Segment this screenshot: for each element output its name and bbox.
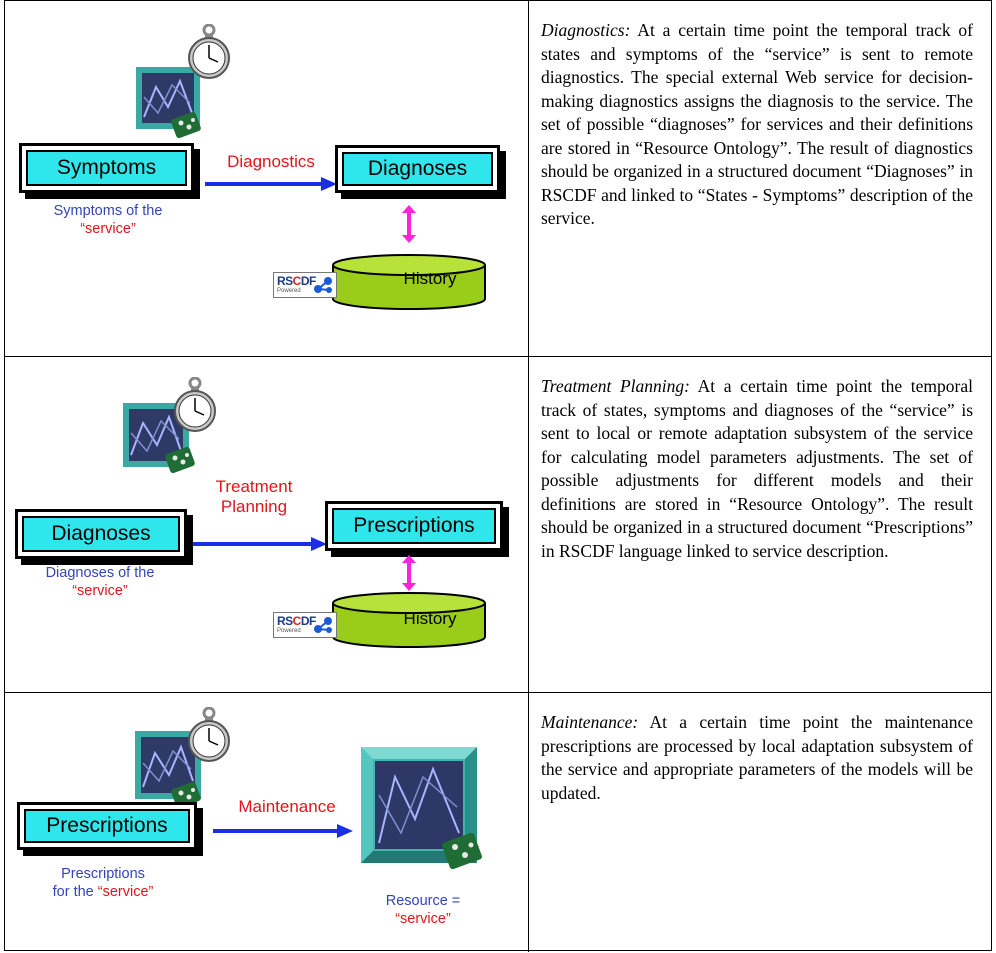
diagnoses-input-box: Diagnoses [15,509,187,559]
history-label: History [403,609,457,628]
treatment-planning-arrow [193,537,327,551]
maintenance-arrow-label: Maintenance [238,797,336,816]
maintenance-arrow [213,824,353,838]
maintenance-figure: Prescriptions Prescriptions for the “ser… [5,693,528,952]
resource-screen-icon [135,731,201,799]
stopwatch-icon [188,707,230,762]
circuit-board-icon [171,782,201,808]
symptoms-box: Symptoms [19,143,194,193]
history-database-icon [332,592,486,648]
resource-screen-icon [136,67,200,129]
symptoms-label: Symptoms [26,150,187,186]
stopwatch-icon [188,24,230,79]
prescriptions-box: Prescriptions [325,501,503,551]
treatment-planning-title: Treatment Planning: [541,376,690,396]
process-table: Symptoms Symptoms of the “service” Diagn… [4,0,992,952]
resource-service-caption: Resource = “service” [385,893,461,927]
diagnoses-label: Diagnoses [342,152,493,186]
treatment-planning-figure: Diagnoses Diagnoses of the “service” Tre… [5,357,528,692]
treatment-planning-arrow-label: Treatment Planning [215,477,293,516]
rscdf-logo: RSCDF Powered [273,272,337,298]
diagnostics-figure: Symptoms Symptoms of the “service” Diagn… [5,1,528,356]
treatment-planning-description: Treatment Planning: At a certain time po… [541,375,973,563]
stopwatch-icon [174,377,216,432]
symptoms-caption: Symptoms of the “service” [53,203,163,237]
resource-service-icon [361,747,482,869]
double-arrow-icon [402,555,416,591]
prescriptions-caption: Prescriptions for the “service” [52,866,154,900]
history-database-icon [332,254,486,310]
treatment-planning-body: At a certain time point the temporal tra… [541,376,974,561]
row-maintenance: Prescriptions Prescriptions for the “ser… [5,693,991,952]
circuit-board-icon [171,112,201,138]
history-label: History [403,269,457,288]
diagnostics-body: At a certain time point the temporal tra… [541,20,973,228]
circuit-board-icon [165,447,195,473]
prescriptions-input-label: Prescriptions [24,809,190,843]
diagnostics-description: Diagnostics: At a certain time point the… [541,19,973,231]
row-treatment-planning: Diagnoses Diagnoses of the “service” Tre… [5,357,991,693]
diagnoses-input-label: Diagnoses [22,516,180,552]
double-arrow-icon [402,205,416,243]
diagnostics-arrow [205,177,337,191]
maintenance-body: At a certain time point the maintenance … [541,712,973,803]
prescriptions-input-box: Prescriptions [17,802,197,850]
maintenance-description: Maintenance: At a certain time point the… [541,711,973,805]
maintenance-title: Maintenance: [541,712,639,732]
row-diagnostics: Symptoms Symptoms of the “service” Diagn… [5,1,991,357]
prescriptions-label: Prescriptions [332,508,496,544]
diagnostics-arrow-label: Diagnostics [227,152,315,171]
diagnoses-box: Diagnoses [335,145,500,193]
diagnostics-title: Diagnostics: [541,20,631,40]
diagnoses-caption: Diagnoses of the “service” [45,565,155,599]
rscdf-logo: RSCDF Powered [273,612,337,638]
